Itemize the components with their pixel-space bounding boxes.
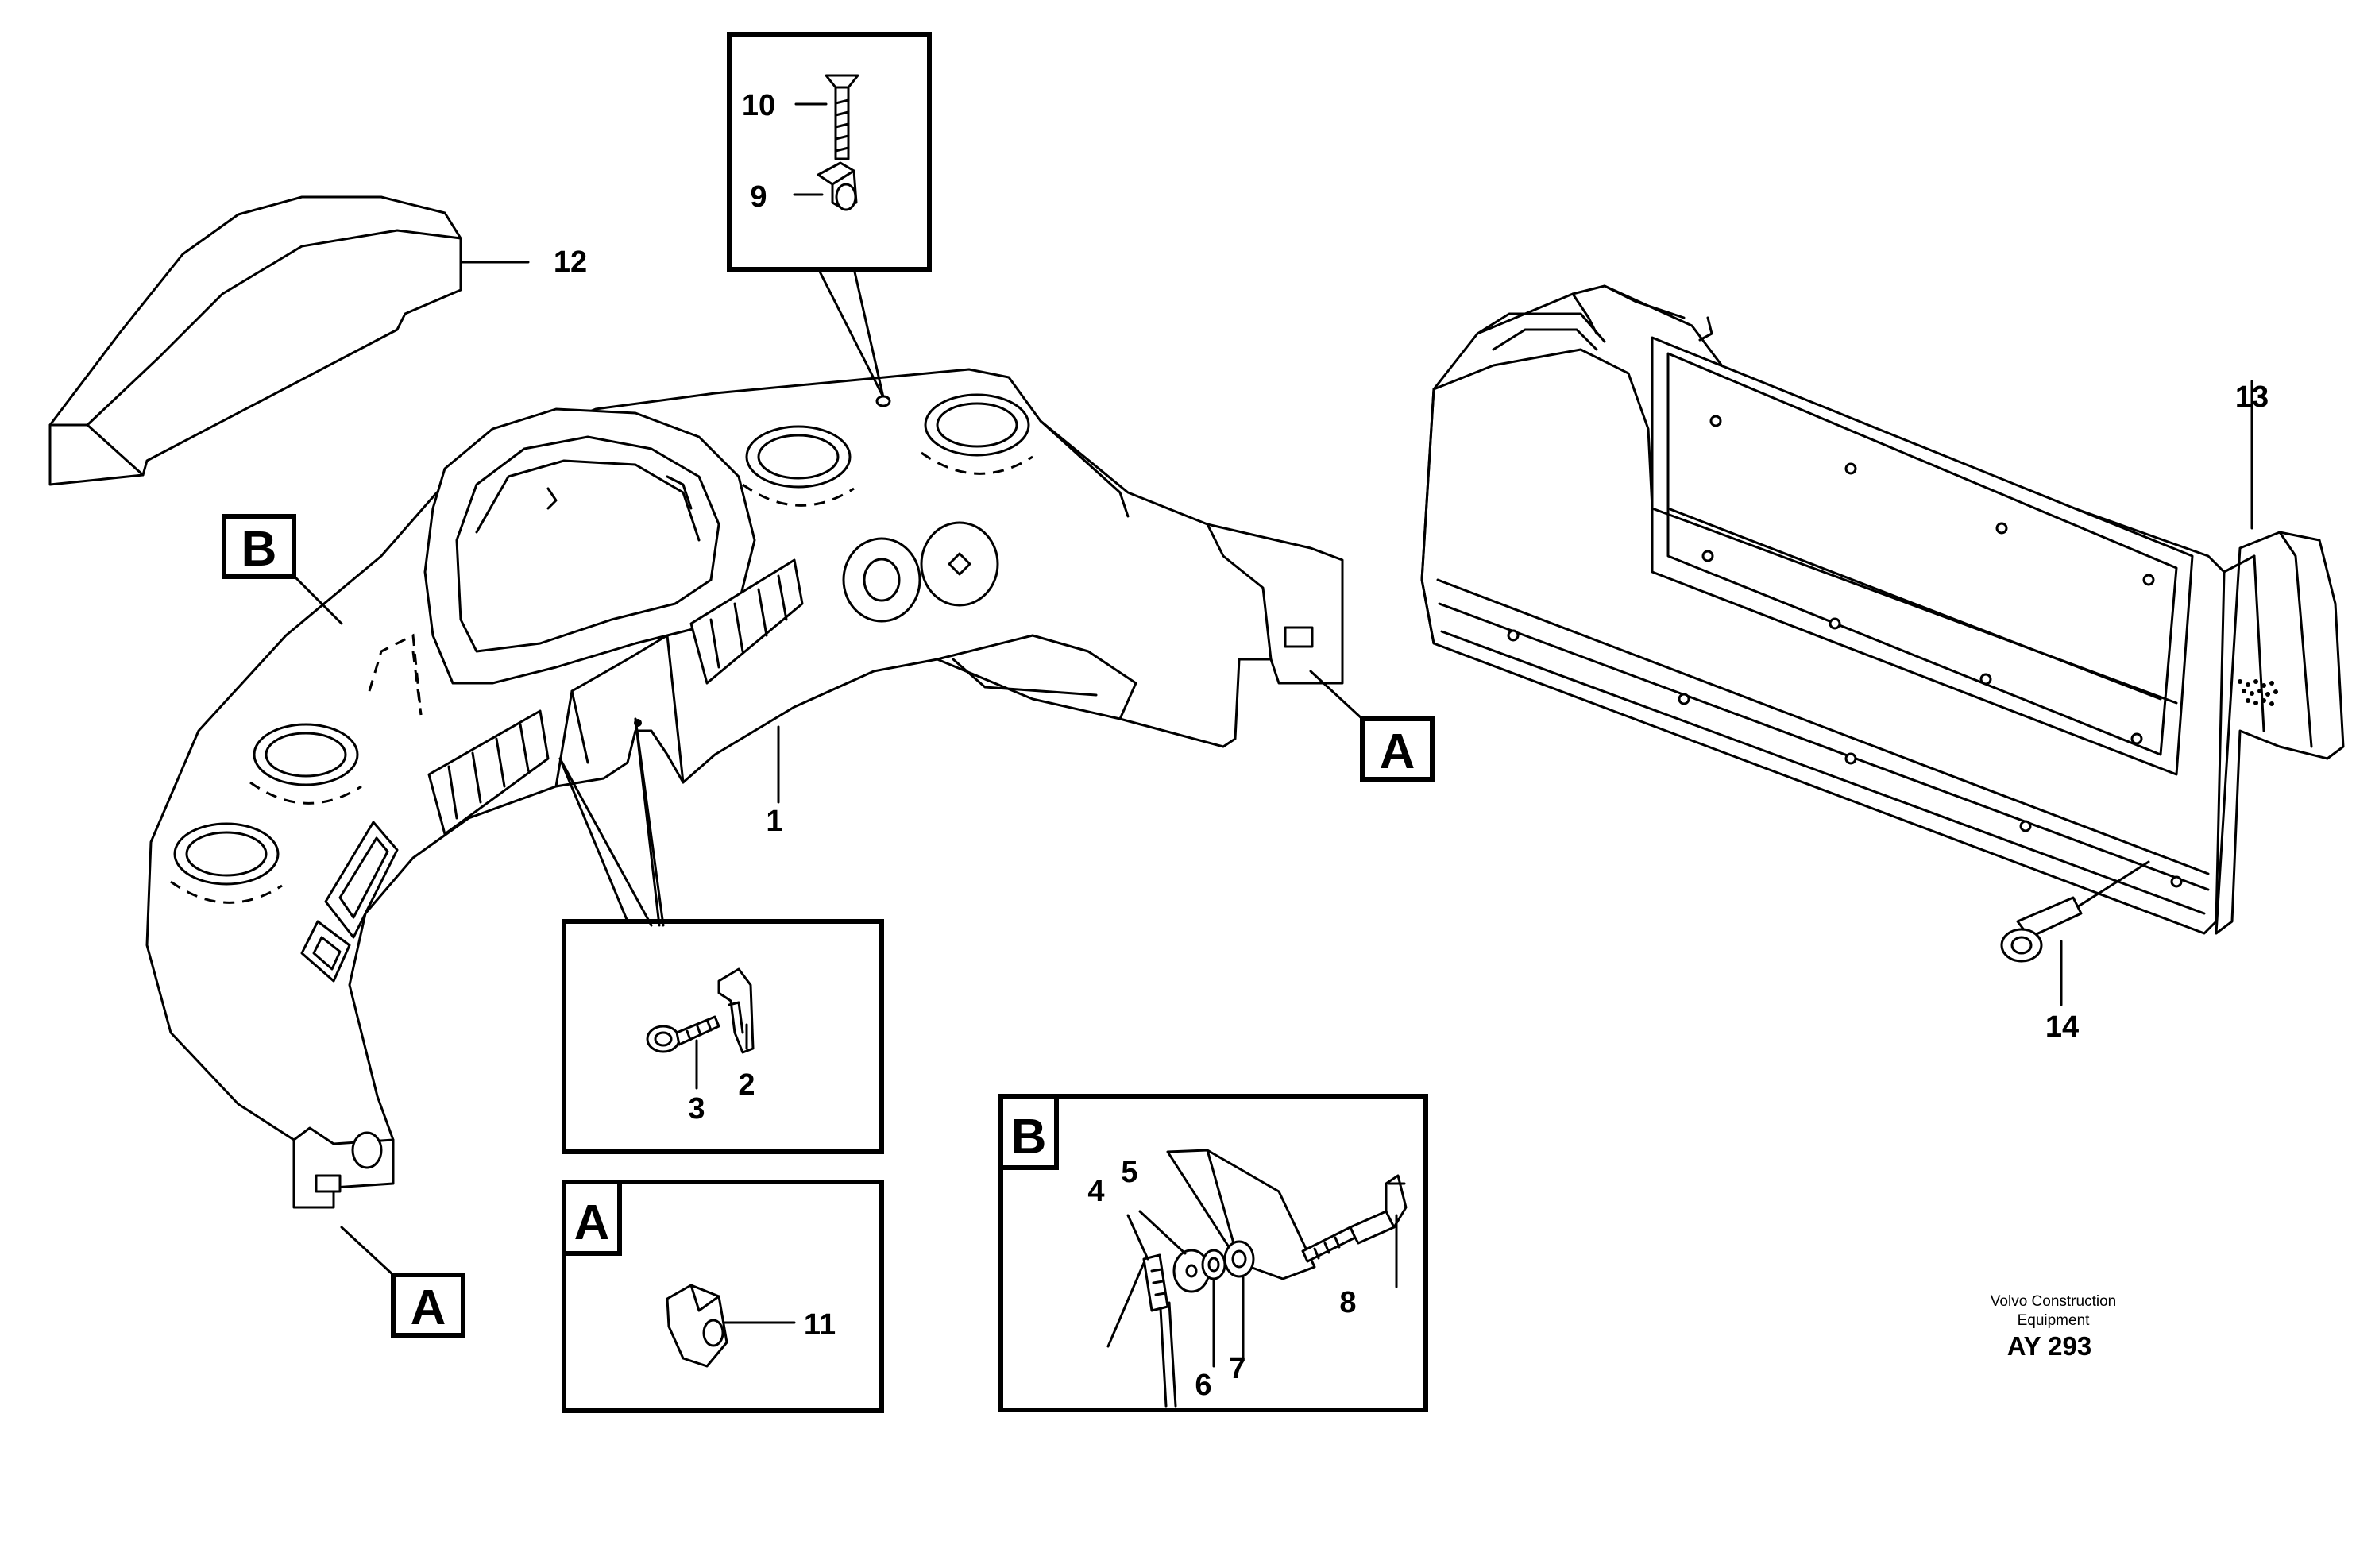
credit-line-1: Volvo Construction xyxy=(1991,1293,2116,1310)
callout-2: 2 xyxy=(738,1068,755,1102)
drawing-code: AY 293 xyxy=(2007,1331,2091,1361)
callout-11: 11 xyxy=(804,1308,836,1342)
callout-1: 1 xyxy=(766,805,782,838)
view-b-title: B xyxy=(1011,1110,1047,1164)
dashboard-panel-part-1 xyxy=(145,368,1344,1209)
side-panel-part-13 xyxy=(1420,284,2345,935)
detail-box-fasteners-9-10 xyxy=(727,32,932,407)
decal-texture xyxy=(2238,679,2278,706)
cover-part-12 xyxy=(48,195,530,486)
callout-6: 6 xyxy=(1195,1369,1211,1402)
detail-box-view-b xyxy=(998,1094,1428,1412)
detail-box-fasteners-2-3 xyxy=(558,717,884,1154)
credit-block: Volvo Construction Equipment AY 293 xyxy=(1991,1293,2116,1361)
view-a-title: A xyxy=(574,1195,610,1250)
callout-8: 8 xyxy=(1339,1286,1356,1319)
callout-10: 10 xyxy=(742,89,775,122)
screw-part-14 xyxy=(2000,860,2150,1006)
callout-9: 9 xyxy=(750,180,767,214)
credit-line-2: Equipment xyxy=(2018,1312,2091,1329)
callout-13: 13 xyxy=(2235,380,2269,414)
callout-3: 3 xyxy=(688,1092,705,1126)
view-marker-b-top: B xyxy=(222,514,296,579)
detail-box-view-a xyxy=(562,1180,884,1413)
leader-lines xyxy=(292,574,1364,1276)
callout-5: 5 xyxy=(1121,1156,1137,1189)
view-marker-a-left: A xyxy=(391,1273,465,1338)
callout-14: 14 xyxy=(2045,1010,2079,1044)
callout-7: 7 xyxy=(1229,1352,1245,1385)
view-marker-a-left-label: A xyxy=(411,1280,446,1335)
view-marker-a-right-label: A xyxy=(1380,724,1415,779)
callout-4: 4 xyxy=(1087,1175,1104,1208)
view-marker-b-top-label: B xyxy=(241,522,277,577)
callout-12: 12 xyxy=(554,245,587,279)
view-marker-a-right: A xyxy=(1360,716,1435,782)
